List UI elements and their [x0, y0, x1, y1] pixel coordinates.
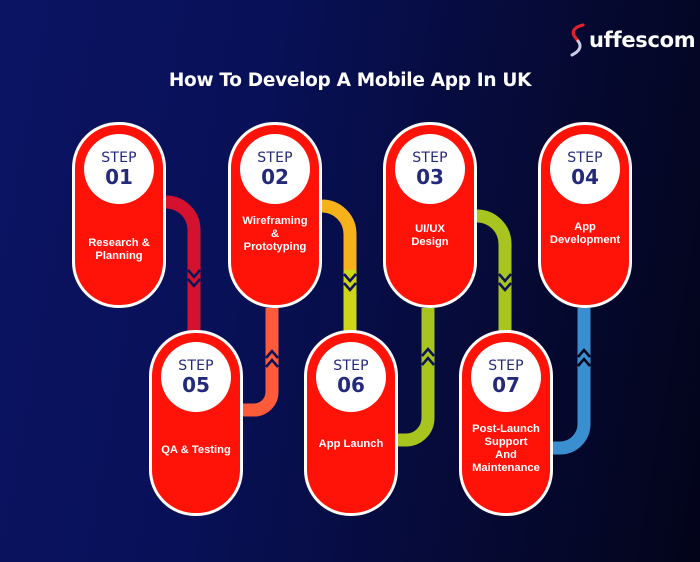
step-number: 05 [182, 372, 210, 397]
chevron-down-icon [498, 273, 512, 283]
step-number: 04 [571, 164, 599, 189]
logo-s-mark-icon [570, 23, 585, 57]
step-word: STEP [257, 149, 293, 166]
step-card-02: STEP 02 Wireframing & Prototyping [228, 122, 322, 308]
connector-02-05 [243, 308, 279, 417]
step-badge: STEP 05 [161, 342, 231, 412]
step-number: 07 [492, 372, 520, 397]
step-card-06: STEP 06 App Launch [304, 330, 398, 516]
step-word: STEP [567, 149, 603, 166]
page-title: How To Develop A Mobile App In UK [168, 70, 532, 91]
step-badge: STEP 02 [240, 134, 310, 204]
chevron-down-icon [187, 278, 201, 288]
chevron-down-icon [343, 273, 357, 283]
connector-03-06 [398, 308, 435, 447]
chevron-up-icon [265, 349, 279, 359]
connector-04-07 [553, 308, 591, 455]
step-badge: STEP 04 [550, 134, 620, 204]
step-number: 01 [105, 164, 133, 189]
step-card-04: STEP 04 App Development [538, 122, 632, 308]
step-badge: STEP 03 [395, 134, 465, 204]
step-label: Wireframing & Prototyping [242, 215, 308, 253]
step-card-07: STEP 07 Post-Launch Support And Maintena… [459, 330, 553, 516]
chevron-down-icon [343, 282, 357, 292]
step-card-03: STEP 03 UI/UX Design [383, 122, 477, 308]
step-label: UI/UX Design [411, 223, 449, 248]
step-number: 02 [261, 164, 289, 189]
suffescom-logo: uffescom [568, 22, 696, 58]
chevron-up-icon [421, 356, 435, 366]
step-label: Research & Planning [88, 237, 150, 262]
connector-01-05 [165, 195, 201, 332]
step-word: STEP [488, 357, 524, 374]
chevron-up-icon [421, 347, 435, 357]
connector-03-07 [476, 209, 512, 332]
step-number: 03 [416, 164, 444, 189]
step-word: STEP [178, 357, 214, 374]
step-label: Post-Launch Support And Maintenance [472, 423, 540, 474]
step-badge: STEP 01 [84, 134, 154, 204]
step-word: STEP [333, 357, 369, 374]
logo-text: uffescom [589, 28, 696, 52]
chevron-up-icon [577, 357, 591, 367]
chevron-up-icon [265, 358, 279, 368]
step-badge: STEP 06 [316, 342, 386, 412]
step-word: STEP [101, 149, 137, 166]
step-label: App Launch [318, 438, 384, 450]
chevron-up-icon [577, 348, 591, 358]
step-word: STEP [412, 149, 448, 166]
step-label: App Development [549, 221, 621, 246]
connector-02-06 [321, 199, 357, 332]
step-card-01: STEP 01 Research & Planning [72, 122, 166, 308]
chevron-down-icon [498, 282, 512, 292]
step-card-05: STEP 05 QA & Testing [149, 330, 243, 516]
step-number: 06 [337, 372, 365, 397]
step-label: QA & Testing [161, 444, 231, 456]
chevron-down-icon [187, 269, 201, 279]
step-badge: STEP 07 [471, 342, 541, 412]
